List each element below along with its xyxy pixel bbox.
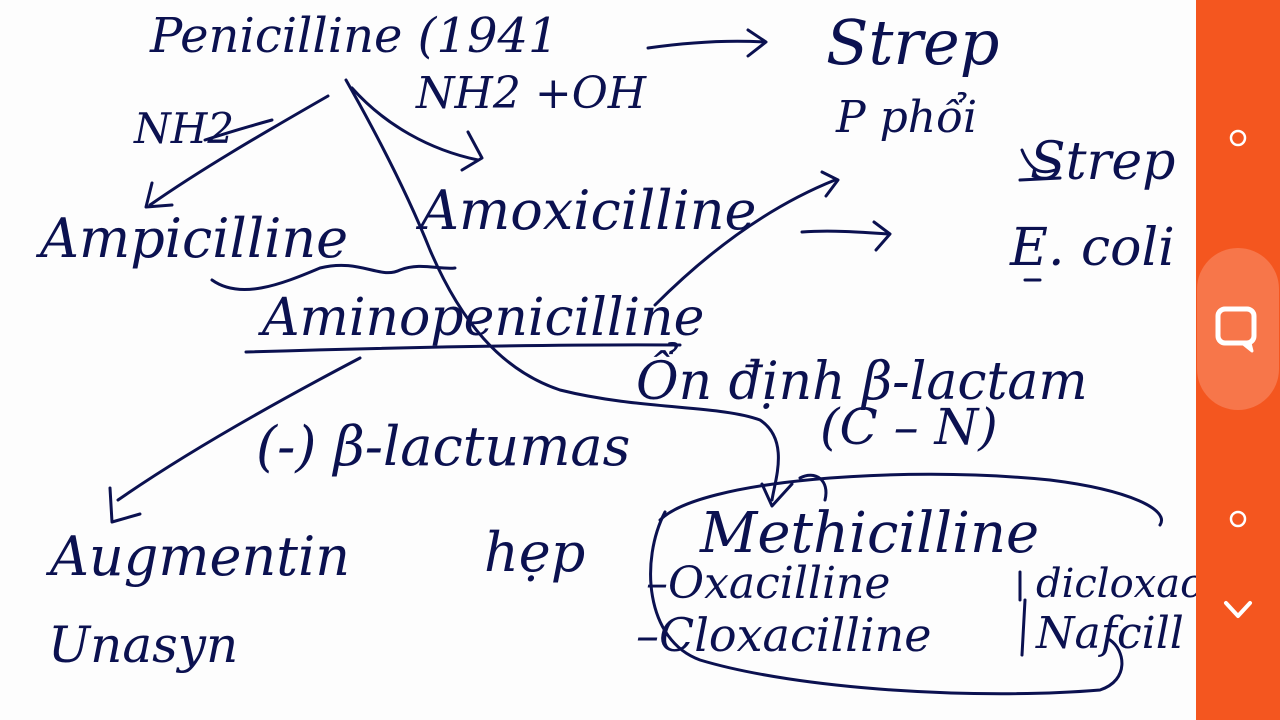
note-dicloxa: dicloxac (1036, 561, 1196, 607)
note-on-dinh: Ổn định β-lactam (636, 352, 1088, 412)
note-strep-top: Strep (826, 6, 1000, 79)
chevron-down-icon[interactable] (1221, 597, 1255, 623)
note-p-phoi: P phổi (836, 92, 978, 143)
handwriting-strokes (108, 28, 1163, 696)
note-cn-bond: (C – N) (820, 398, 998, 456)
note-nh2-oh: NH2 +OH (416, 68, 647, 119)
note-hep: hẹp (484, 521, 586, 584)
note-oxacilline: –Oxacilline (646, 558, 891, 609)
note-unasyn: Unasyn (48, 616, 239, 674)
note-nafcill: Nafcill (1036, 608, 1184, 659)
note-ecoli: E. coli (1010, 218, 1175, 278)
chat-button[interactable] (1197, 248, 1279, 410)
note-methicilline: Methicilline (700, 501, 1040, 566)
note-nh2-left: NH2 (134, 104, 235, 153)
note-augmentin: Augmentin (50, 525, 351, 588)
circle-icon[interactable] (1229, 129, 1247, 147)
note-aminopenicilline: Aminopenicilline (262, 288, 705, 348)
chat-bubble-icon (1215, 306, 1257, 353)
whiteboard: Penicilline (1941 Strep NH2 NH2 +OH P ph… (40, 6, 1196, 696)
note-penicilline: Penicilline (1941 (150, 8, 559, 64)
note-strep-right: Strep (1030, 132, 1176, 192)
note-ampicilline: Ampicilline (40, 207, 349, 270)
note-lactamase: (-) β-lactumas (256, 415, 631, 478)
note-cloxacilline: –Cloxacilline (636, 608, 932, 662)
floating-sidebar (1196, 0, 1280, 720)
circle-icon[interactable] (1229, 510, 1247, 528)
note-amoxicilline: Amoxicilline (420, 179, 757, 242)
